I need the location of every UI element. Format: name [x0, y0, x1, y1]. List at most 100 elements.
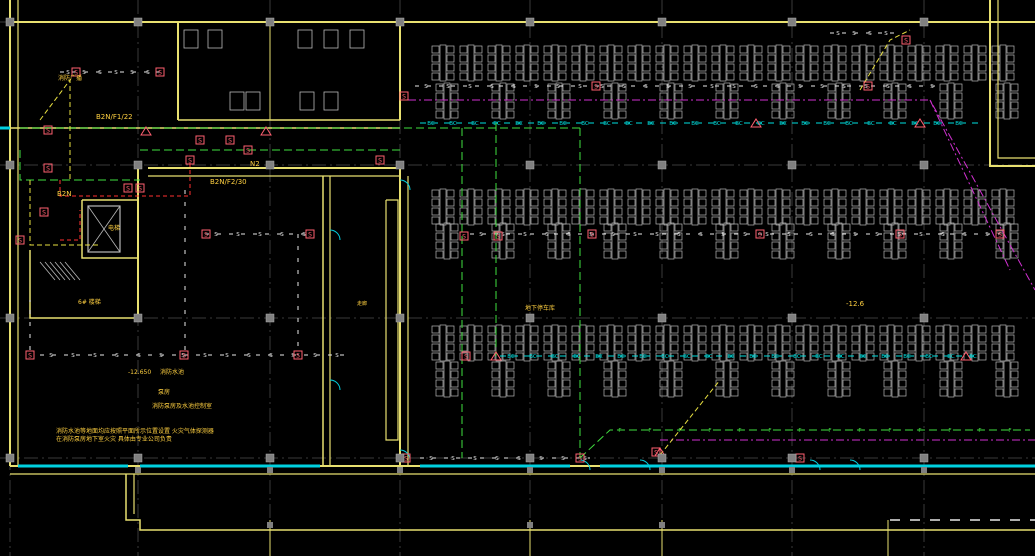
parking-fixture	[739, 44, 763, 82]
fixture-seat-left	[627, 45, 636, 54]
fixture-seat-right	[502, 45, 511, 54]
fixture-seat-left	[459, 189, 468, 198]
parking-fixture	[795, 44, 819, 82]
fixture-seat-right	[530, 45, 539, 54]
fixture-seat-left	[907, 325, 916, 334]
fixture-seat-right	[614, 216, 623, 225]
bc-circuit-mark: BC	[705, 354, 713, 360]
fixture-seat-right	[842, 223, 851, 232]
fixture-seat-left	[431, 45, 440, 54]
fixture-seat-right	[1006, 45, 1015, 54]
fixture-table	[723, 360, 731, 398]
fixture-seat-left	[879, 207, 888, 216]
fixture-seat-left	[907, 198, 916, 207]
s-circuit-mark: S	[115, 353, 119, 359]
fixture-seat-right	[502, 343, 511, 352]
parking-fixture	[883, 82, 907, 120]
fixture-seat-left	[627, 343, 636, 352]
fixture-table	[663, 324, 671, 362]
fixture-seat-left	[655, 207, 664, 216]
fixture-seat-left	[907, 72, 916, 81]
fixture-seat-right	[530, 334, 539, 343]
parking-fixture	[431, 324, 455, 362]
fixture-seat-left	[547, 361, 556, 370]
fixture-seat-left	[603, 223, 612, 232]
structural-column	[265, 160, 275, 170]
fixture-seat-right	[954, 232, 963, 241]
smoke-detector-glyph: S	[246, 148, 250, 155]
fixture-seat-left	[459, 216, 468, 225]
smoke-detector-icon: S	[995, 229, 1005, 239]
fixture-seat-left	[935, 63, 944, 72]
fixture-seat-left	[599, 198, 608, 207]
fixture-seat-right	[446, 189, 455, 198]
fixture-seat-right	[558, 198, 567, 207]
fixture-seat-left	[795, 343, 804, 352]
fixture-seat-right	[586, 325, 595, 334]
label-circuit-c: B2N	[57, 190, 72, 198]
fixture-seat-left	[995, 110, 1004, 119]
fixture-seat-left	[715, 101, 724, 110]
fixture-seat-right	[1010, 379, 1019, 388]
fixture-table	[667, 222, 675, 260]
s-circuit-mark: S	[545, 232, 549, 238]
fixture-seat-left	[935, 216, 944, 225]
fixture-seat-right	[530, 216, 539, 225]
s-circuit-mark: S	[897, 232, 901, 238]
s-circuit-mark: S	[114, 70, 118, 76]
fixture-seat-right	[810, 72, 819, 81]
s-circuit-mark: S	[429, 456, 433, 462]
fixture-seat-left	[547, 241, 556, 250]
fixture-seat-left	[491, 361, 500, 370]
fixture-seat-right	[698, 45, 707, 54]
fixture-seat-left	[547, 370, 556, 379]
s-circuit-mark: S	[225, 353, 229, 359]
fixture-seat-right	[922, 207, 931, 216]
fixture-seat-right	[674, 223, 683, 232]
bc-circuit-mark: BC	[771, 354, 779, 360]
fixture-seat-left	[431, 63, 440, 72]
fixture-seat-left	[711, 72, 720, 81]
fixture-seat-left	[459, 207, 468, 216]
fixture-seat-left	[659, 101, 668, 110]
fixture-seat-right	[1006, 334, 1015, 343]
fixture-seat-left	[907, 63, 916, 72]
fixture-seat-right	[950, 72, 959, 81]
fixture-seat-right	[754, 189, 763, 198]
smoke-detector-box	[225, 135, 235, 145]
parking-fixture	[659, 360, 683, 398]
fixture-seat-right	[506, 370, 515, 379]
smoke-detector-glyph: S	[138, 186, 142, 193]
fixture-seat-right	[782, 54, 791, 63]
fixture-seat-left	[711, 198, 720, 207]
fixture-seat-left	[963, 216, 972, 225]
fixture-seat-left	[939, 241, 948, 250]
bc-circuit-mark: BC	[955, 121, 963, 127]
fixture-seat-left	[795, 189, 804, 198]
label-pump: 消防泵房及水池控制室	[152, 402, 212, 410]
structural-column	[525, 313, 535, 323]
fixture-table	[947, 82, 955, 120]
smoke-detector-icon: S	[399, 91, 409, 101]
smoke-detector-glyph: S	[898, 232, 902, 239]
fixture-seat-right	[950, 343, 959, 352]
s-circuit-mark: S	[666, 84, 670, 90]
fixture-seat-left	[715, 232, 724, 241]
fixture-seat-left	[771, 92, 780, 101]
smoke-detector-box	[39, 207, 49, 217]
bc-circuit-mark: BC	[823, 121, 831, 127]
fixture-seat-right	[810, 334, 819, 343]
fixture-seat-right	[474, 216, 483, 225]
fixture-seat-left	[459, 325, 468, 334]
fixture-seat-left	[823, 325, 832, 334]
fixture-seat-left	[771, 110, 780, 119]
s-circuit-mark: S	[236, 232, 240, 238]
fixture-seat-right	[642, 334, 651, 343]
fixture-seat-left	[543, 63, 552, 72]
fixture-table	[691, 44, 699, 82]
bc-circuit-mark: BC	[647, 121, 655, 127]
fixture-seat-right	[898, 232, 907, 241]
fixture-seat-right	[450, 92, 459, 101]
